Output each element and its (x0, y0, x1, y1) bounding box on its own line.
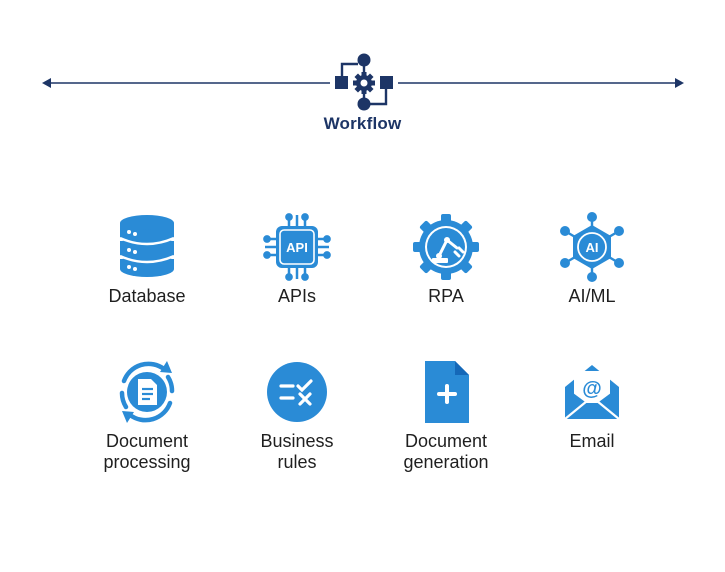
right-arrow (398, 78, 684, 88)
item-document-generation: Document generation (381, 357, 511, 473)
at-symbol: @ (582, 378, 602, 400)
robot-arm-gear-icon (413, 214, 479, 280)
workflow-gear-icon (335, 53, 393, 111)
item-database: Database (82, 212, 212, 307)
item-email: @ Email (527, 357, 657, 452)
ai-network-icon: AI (560, 212, 624, 282)
item-label: APIs (277, 286, 316, 306)
rules-checklist-icon (267, 362, 327, 422)
document-plus-icon (425, 361, 469, 423)
item-document-processing: Document processing (82, 357, 212, 473)
item-rpa: RPA (381, 212, 511, 307)
item-label: Document generation (403, 431, 489, 472)
item-label: AI/ML (568, 286, 616, 306)
api-chip-text: API (286, 240, 308, 255)
item-business-rules: Business rules (232, 357, 362, 473)
item-label: Document processing (103, 431, 191, 472)
email-at-icon: @ (564, 365, 620, 420)
left-arrow (42, 78, 330, 88)
database-icon (119, 215, 175, 277)
item-label: Business rules (260, 431, 334, 472)
item-apis: API APIs (232, 212, 362, 307)
item-ai-ml: AI AI/ML (527, 212, 657, 307)
ai-chip-text: AI (586, 240, 599, 255)
document-cycle-icon (119, 361, 175, 423)
workflow-axis (42, 53, 684, 111)
item-label: Email (569, 431, 615, 451)
item-label: Database (108, 286, 186, 306)
workflow-title: Workflow (323, 114, 402, 133)
api-chip-icon: API (263, 213, 331, 281)
item-label: RPA (428, 286, 464, 306)
